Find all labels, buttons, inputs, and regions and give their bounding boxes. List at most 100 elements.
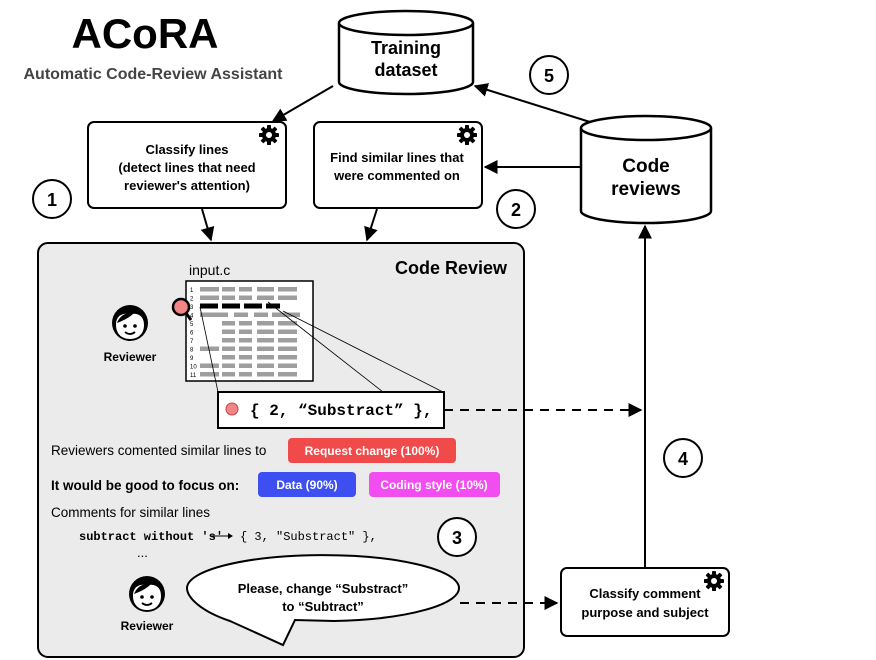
highlighted-line-box: { 2, “Substract” }, xyxy=(217,391,445,429)
svg-text:5: 5 xyxy=(544,66,554,86)
zoom-line xyxy=(282,310,444,393)
step-3: 3 xyxy=(437,517,477,557)
highlighted-code-bar xyxy=(200,303,218,309)
code-bar xyxy=(222,346,235,351)
svg-text:1: 1 xyxy=(47,190,57,210)
code-bar xyxy=(278,329,297,334)
classify-lines-node: Classify lines (detect lines that need r… xyxy=(87,121,287,209)
code-bar xyxy=(257,338,274,343)
code-bar xyxy=(222,321,235,326)
code-bar xyxy=(278,355,297,360)
code-bar xyxy=(234,312,248,317)
code-bar xyxy=(200,363,219,368)
find-similar-node: Find similar lines that were commented o… xyxy=(313,121,483,209)
right-arrow-icon xyxy=(210,533,233,539)
highlighted-code-bar xyxy=(222,303,240,309)
classify-comment-line2: purpose and subject xyxy=(581,605,709,620)
reviewer-avatar-top xyxy=(111,304,149,342)
file-name: input.c xyxy=(189,262,230,278)
line-number: 5 xyxy=(190,322,194,328)
code-bar xyxy=(222,363,235,368)
title: ACoRA xyxy=(72,10,219,57)
arrow-classify-to-panel xyxy=(200,208,215,242)
data-badge: Data (90%) xyxy=(258,472,356,497)
arrow-reviews-to-dataset xyxy=(473,83,591,123)
classify-lines-line2: (detect lines that need xyxy=(118,160,255,175)
code-bar xyxy=(278,321,297,326)
code-bar xyxy=(257,372,274,377)
find-similar-line1: Find similar lines that xyxy=(330,150,464,165)
step-2: 2 xyxy=(496,189,536,229)
classify-lines-line3: reviewer's attention) xyxy=(124,178,250,193)
code-reviews-node: Code reviews xyxy=(579,114,713,225)
code-bar xyxy=(222,329,235,334)
similar-comment: subtract without 's' xyxy=(79,530,223,544)
code-bar xyxy=(257,363,274,368)
find-similar-line2: were commented on xyxy=(333,168,460,183)
code-bar xyxy=(257,329,274,334)
code-reviews-line2: reviews xyxy=(611,179,681,200)
code-bar xyxy=(222,355,235,360)
reviewer-avatar-bottom xyxy=(128,575,166,613)
similar-prefix: Reviewers comented similar lines to xyxy=(51,443,266,458)
code-bar xyxy=(200,312,228,317)
code-bar xyxy=(239,321,252,326)
magnifier-icon xyxy=(171,297,193,321)
code-bar xyxy=(278,338,297,343)
code-bar xyxy=(222,338,235,343)
training-dataset-line2: dataset xyxy=(374,60,437,80)
arrow-find-to-panel xyxy=(364,208,378,242)
code-bar xyxy=(222,287,235,292)
line-number: 10 xyxy=(190,365,197,371)
code-bar xyxy=(200,287,219,292)
line-number: 3 xyxy=(190,305,194,311)
line-number: 11 xyxy=(190,373,197,379)
code-bar xyxy=(200,295,219,300)
classify-lines-line1: Classify lines xyxy=(145,142,228,157)
ellipsis-left: ... xyxy=(137,545,148,560)
speech-line2: to “Subtract” xyxy=(282,599,364,614)
code-review-title: Code Review xyxy=(395,258,508,278)
svg-text:3: 3 xyxy=(452,528,462,548)
code-bar xyxy=(200,346,219,351)
code-bar xyxy=(278,287,297,292)
highlighted-code: { 2, “Substract” }, xyxy=(250,402,432,420)
code-bar xyxy=(239,287,252,292)
code-bar xyxy=(272,312,300,317)
comments-heading: Comments for similar lines xyxy=(51,505,210,520)
code-bar xyxy=(278,346,297,351)
code-bar xyxy=(257,355,274,360)
gear-icon xyxy=(457,125,477,145)
svg-text:2: 2 xyxy=(511,200,521,220)
code-bar xyxy=(222,372,235,377)
code-bar xyxy=(200,372,219,377)
speech-line1: Please, change “Substract” xyxy=(238,581,409,596)
subtitle: Automatic Code-Review Assistant xyxy=(23,66,283,83)
zoom-line xyxy=(199,306,219,393)
reviewer-label-top: Reviewer xyxy=(104,350,157,364)
training-dataset-line1: Training xyxy=(371,38,441,58)
ellipsis-right: ... xyxy=(304,545,315,560)
code-bar xyxy=(254,312,268,317)
line-number: 8 xyxy=(190,348,194,354)
code-bar xyxy=(239,346,252,351)
step-1: 1 xyxy=(32,179,72,219)
focus-label: It would be good to focus on: xyxy=(51,478,239,493)
line-number: 9 xyxy=(190,356,194,362)
similar-code: { 3, "Substract" }, xyxy=(240,530,377,544)
code-review-panel: Code Review xyxy=(37,242,525,658)
code-bar xyxy=(239,372,252,377)
code-bar xyxy=(278,295,297,300)
coding-style-badge: Coding style (10%) xyxy=(369,472,500,497)
code-bar xyxy=(239,355,252,360)
code-reviews-line1: Code xyxy=(622,156,670,177)
gear-icon xyxy=(259,125,279,145)
code-bar xyxy=(257,321,274,326)
issue-marker xyxy=(225,402,239,416)
code-bar xyxy=(257,295,274,300)
arrow-dataset-to-classify xyxy=(271,85,334,122)
svg-text:Data (90%): Data (90%) xyxy=(276,478,337,492)
